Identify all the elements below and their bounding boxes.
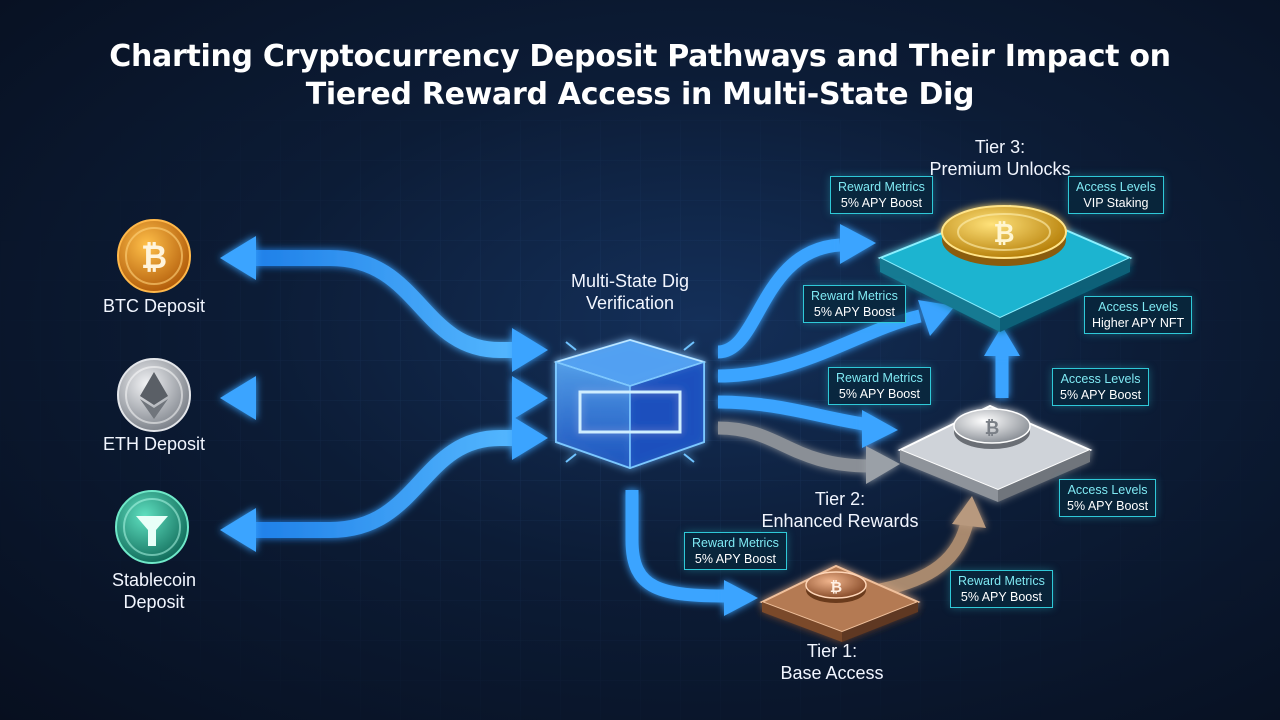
callout-value: 5% APY Boost: [838, 387, 920, 401]
stable-arrowhead-right: [512, 416, 548, 460]
callout-title: Reward Metrics: [811, 289, 898, 303]
verification-line2: Verification: [585, 293, 675, 313]
callout-value: 5% APY Boost: [813, 305, 895, 319]
stablecoin-deposit-line2: Deposit: [123, 592, 185, 612]
flow-gray-to-tier2: [717, 421, 871, 473]
tier2-access-low-callout: Access Levels 5% APY Boost: [1059, 479, 1157, 517]
stable-flow-arrow: [250, 430, 520, 538]
tier3-platform: ₿: [877, 204, 1133, 332]
tier2-subtitle: Enhanced Rewards: [761, 511, 919, 531]
tier1-subtitle: Base Access: [780, 663, 884, 683]
tier3-subtitle: Premium Unlocks: [929, 159, 1071, 179]
eth-arrowhead-right: [512, 376, 548, 420]
callout-value: 5% APY Boost: [840, 196, 922, 210]
callout-title: Access Levels: [1060, 372, 1141, 386]
stable-arrowhead-left: [220, 508, 256, 552]
callout-value: 5% APY Boost: [694, 552, 776, 566]
tier1-reward-left-callout: Reward Metrics 5% APY Boost: [684, 532, 787, 570]
svg-text:₿: ₿: [985, 418, 1000, 439]
flow-to-tier1: [625, 490, 731, 603]
callout-title: Reward Metrics: [958, 574, 1045, 588]
tier2-access-callout: Access Levels 5% APY Boost: [1052, 368, 1150, 406]
eth-arrowhead-left: [220, 376, 256, 420]
btc-deposit-label: BTC Deposit: [74, 295, 234, 317]
callout-title: Reward Metrics: [692, 536, 779, 550]
svg-text:₿: ₿: [141, 238, 167, 276]
callout-title: Access Levels: [1098, 300, 1179, 314]
btc-arrowhead-left: [220, 236, 256, 280]
svg-text:₿: ₿: [830, 578, 842, 596]
arrowhead-tier1: [724, 580, 758, 616]
tier3-reward-callout: Reward Metrics 5% APY Boost: [830, 176, 933, 214]
btc-coin: ₿: [117, 219, 191, 293]
verification-line1: Multi-State Dig: [570, 271, 690, 291]
stablecoin-deposit-label: Stablecoin Deposit: [74, 569, 234, 613]
btc-deposit-text: BTC Deposit: [102, 296, 206, 316]
stablecoin-deposit-line1: Stablecoin: [111, 570, 197, 590]
callout-title: Reward Metrics: [836, 371, 923, 385]
svg-text:₿: ₿: [993, 219, 1014, 249]
callout-title: Access Levels: [1076, 180, 1156, 194]
callout-value: 5% APY Boost: [1067, 499, 1149, 513]
flow-to-tier3: [717, 238, 841, 359]
arrowhead-bronze: [952, 496, 986, 528]
eth-deposit-text: ETH Deposit: [102, 434, 206, 454]
arrowhead-tier3: [840, 224, 876, 264]
mid-reward-callout: Reward Metrics 5% APY Boost: [803, 285, 906, 323]
callout-value: Higher APY NFT: [1092, 316, 1185, 330]
title-line-2: Tiered Reward Access in Multi-State Dig: [305, 77, 975, 112]
verification-cube: [553, 338, 707, 470]
tier1-label: Tier 1: Base Access: [742, 640, 922, 684]
arrowhead-tier3-mid: [918, 300, 955, 336]
tier2-reward-callout: Reward Metrics 5% APY Boost: [828, 367, 931, 405]
tier3-label: Tier 3: Premium Unlocks: [910, 136, 1090, 180]
btc-arrowhead-right: [512, 328, 548, 372]
callout-value: 5% APY Boost: [1060, 388, 1142, 402]
tier2-label: Tier 2: Enhanced Rewards: [740, 488, 940, 532]
arrowhead-tier2: [862, 410, 898, 448]
callout-title: Access Levels: [1067, 483, 1148, 497]
tier3-access-callout: Access Levels VIP Staking: [1068, 176, 1164, 214]
flow-tier1-to-tier2: [878, 516, 975, 597]
arrowhead-tier3-up: [984, 326, 1020, 356]
tier1-title: Tier 1:: [806, 641, 858, 661]
tier1-reward-right-callout: Reward Metrics 5% APY Boost: [950, 570, 1053, 608]
stablecoin-coin: [115, 490, 189, 564]
callout-value: 5% APY Boost: [960, 590, 1042, 604]
eth-coin: [117, 358, 191, 432]
btc-flow-arrow: [250, 250, 520, 358]
tier3-title: Tier 3:: [974, 137, 1026, 157]
callout-title: Reward Metrics: [838, 180, 925, 194]
callout-value: VIP Staking: [1083, 196, 1149, 210]
deposit-arrowheads: [220, 236, 548, 552]
flow-to-tier2: [717, 395, 871, 432]
tier2-platform: ₿: [897, 404, 1093, 502]
mid-access-callout: Access Levels Higher APY NFT: [1084, 296, 1193, 334]
title-line-1: Charting Cryptocurrency Deposit Pathways…: [109, 39, 1171, 74]
deposit-flows: [250, 250, 520, 538]
arrowhead-gray-tier2: [866, 446, 900, 484]
tier1-platform: ₿: [759, 564, 921, 642]
page-title: Charting Cryptocurrency Deposit Pathways…: [0, 38, 1280, 114]
eth-deposit-label: ETH Deposit: [74, 433, 234, 455]
verification-label: Multi-State Dig Verification: [540, 270, 720, 314]
tier-arrowheads: [724, 224, 1020, 616]
tier2-title: Tier 2:: [814, 489, 866, 509]
